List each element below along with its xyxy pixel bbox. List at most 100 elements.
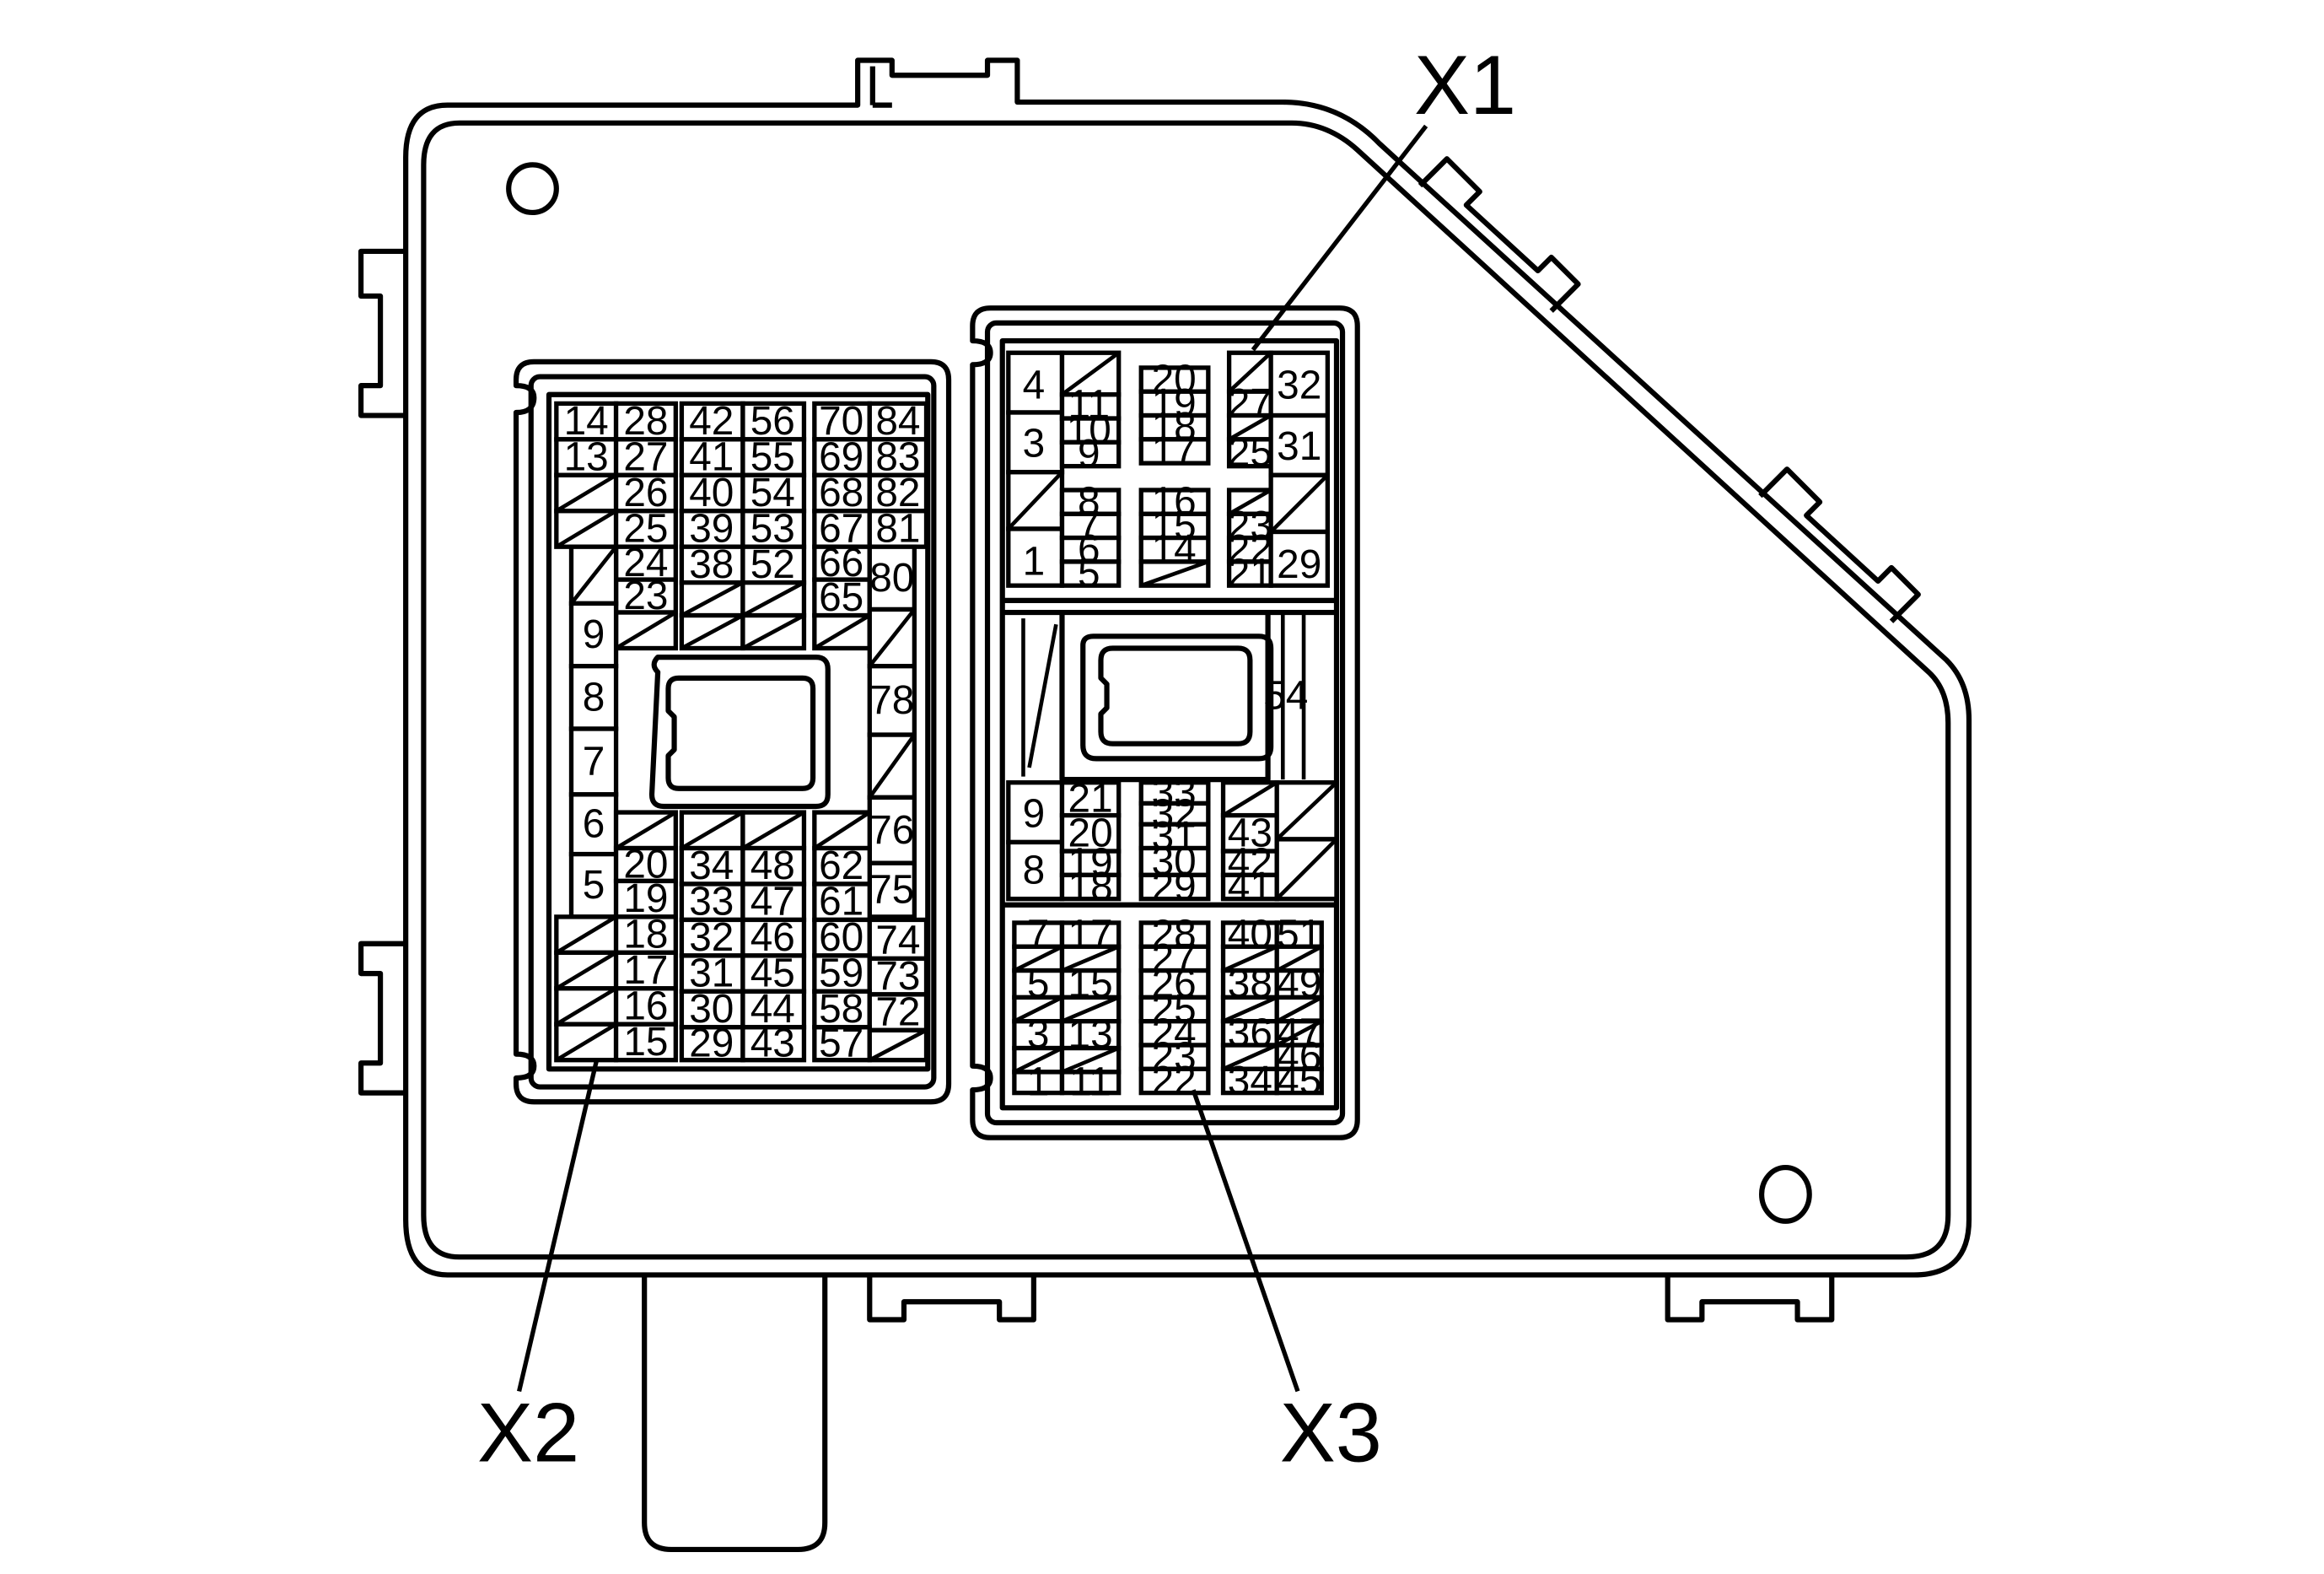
x3-pin: 9 [1023,791,1046,836]
x3-callout-label: X3 [1280,1386,1382,1480]
x2-pin: 25 [623,506,668,551]
x2-callout-label: X2 [477,1386,579,1480]
x1-pin: 27 [1228,381,1272,426]
x3-pin: 23 [1152,1035,1197,1080]
x2-pin: 42 [689,399,734,444]
x1-callout-label: X1 [1414,38,1516,132]
x2-pin: 33 [689,880,734,924]
x2-pin: 6 [583,802,605,847]
x2-pin: 32 [689,915,734,960]
x3-pin: 13 [1068,1012,1113,1057]
x3-pin: 8 [1023,849,1046,893]
x2-pin: 29 [689,1021,734,1066]
x3-pin: 20 [1068,811,1113,855]
x3-pin: 33 [1152,771,1197,816]
x1-pin: 10 [1067,408,1111,453]
connector-x2: 14 28 13 27 26 25 24 23 9 8 7 6 5 20 19 … [513,358,952,1105]
x2-pin: 61 [819,880,863,924]
x2-pin: 65 [819,575,863,620]
x2-pin: 24 [623,541,668,585]
x3-pin: 43 [1228,811,1272,855]
x2-pin: 13 [564,435,609,480]
x2-pin: 43 [750,1021,795,1066]
x2-pin: 16 [623,984,668,1029]
x2-pin: 47 [750,880,795,924]
x2-pin: 78 [869,678,914,723]
x3-pin: 26 [1152,962,1197,1006]
x2-pin: 81 [875,506,920,551]
x3-pin: 7 [1027,913,1050,957]
x2-pin: 23 [623,574,668,618]
x3-pin: 24 [1152,1011,1197,1055]
x3-pin: 22 [1152,1059,1197,1103]
x2-pin: 41 [689,435,734,480]
x1-leader-line [1251,124,1428,352]
x2-pin: 59 [819,951,863,996]
x3-pin: 11 [1069,1060,1111,1105]
x1-pin: 18 [1152,405,1197,450]
x1-pin: 1 [1023,539,1046,584]
x2-pin: 74 [875,919,920,963]
x3-pin-labels: 54 9 8 21 20 19 18 33 32 31 30 29 43 42 … [1023,674,1322,1105]
mounting-hole-top [506,162,559,216]
x2-pin: 9 [583,612,605,657]
x3-pin: 47 [1277,1011,1321,1055]
housing-outline [358,57,1972,1553]
x2-pin: 57 [819,1021,863,1066]
x3-pin: 32 [1152,791,1197,836]
x3-pin: 31 [1152,814,1197,859]
x2-pin: 45 [750,951,795,996]
x2-pin: 18 [623,913,668,957]
x2-pin: 48 [750,844,795,888]
x3-pin: 42 [1228,841,1272,886]
x2-pin: 75 [869,868,914,913]
x2-pin: 52 [750,542,795,587]
x1-pin: 21 [1228,552,1272,596]
x1-pin: 20 [1152,358,1197,402]
x3-pin: 1 [1027,1060,1050,1105]
x2-pin-block-a [554,401,678,1063]
x3-pin: 40 [1228,913,1272,957]
x2-pin: 38 [689,542,734,587]
x1-pin: 29 [1277,542,1321,587]
x2-pin: 39 [689,506,734,551]
x2-pin: 68 [819,471,863,515]
x2-pin: 34 [689,844,734,888]
x3-pin: 46 [1277,1035,1321,1080]
mounting-hole-bottom [1759,1164,1812,1224]
x3-leader-line [1191,1089,1300,1393]
connector-x3: 54 9 8 21 20 19 18 33 32 31 30 29 43 42 … [1006,674,1339,1105]
x3-pin: 36 [1228,1011,1272,1055]
connector-x1-x3-housing [970,305,1360,1140]
x3-pin: 45 [1277,1059,1321,1103]
x2-pin-labels: 14 28 13 27 26 25 24 23 9 8 7 6 5 20 19 … [564,399,921,1066]
x3-pin: 3 [1027,1012,1050,1057]
x2-pin: 5 [583,863,605,908]
x1-pin: 4 [1023,364,1046,408]
x2-pin: 53 [750,506,795,551]
x1-pin: 19 [1152,381,1197,426]
x1-pin: 9 [1078,432,1100,477]
x3-pin: 5 [1027,962,1050,1006]
x1-pin: 6 [1078,527,1100,572]
x2-pin: 31 [689,951,734,996]
x2-pin: 76 [869,808,914,853]
x3-pin: 15 [1068,962,1113,1006]
x2-pin: 20 [623,842,668,887]
x3-pin: 30 [1152,839,1197,884]
x3-pin: 19 [1068,841,1113,886]
x2-pin: 7 [583,739,605,784]
x3-pin: 18 [1068,865,1113,909]
x2-pin: 54 [750,471,795,515]
x2-pin: 15 [623,1020,668,1065]
x2-pin: 26 [623,471,668,515]
x2-pin: 19 [623,876,668,921]
x1-pin: 3 [1023,422,1046,466]
x3-pin: 51 [1277,913,1321,957]
x1-pin-labels: 4 3 1 11 10 9 8 7 6 5 20 19 18 17 16 15 … [1023,358,1322,596]
x2-pin: 62 [819,844,863,888]
x1-pin: 23 [1228,504,1272,548]
x3-pin: 29 [1152,865,1197,909]
x3-pin: 34 [1228,1059,1272,1103]
